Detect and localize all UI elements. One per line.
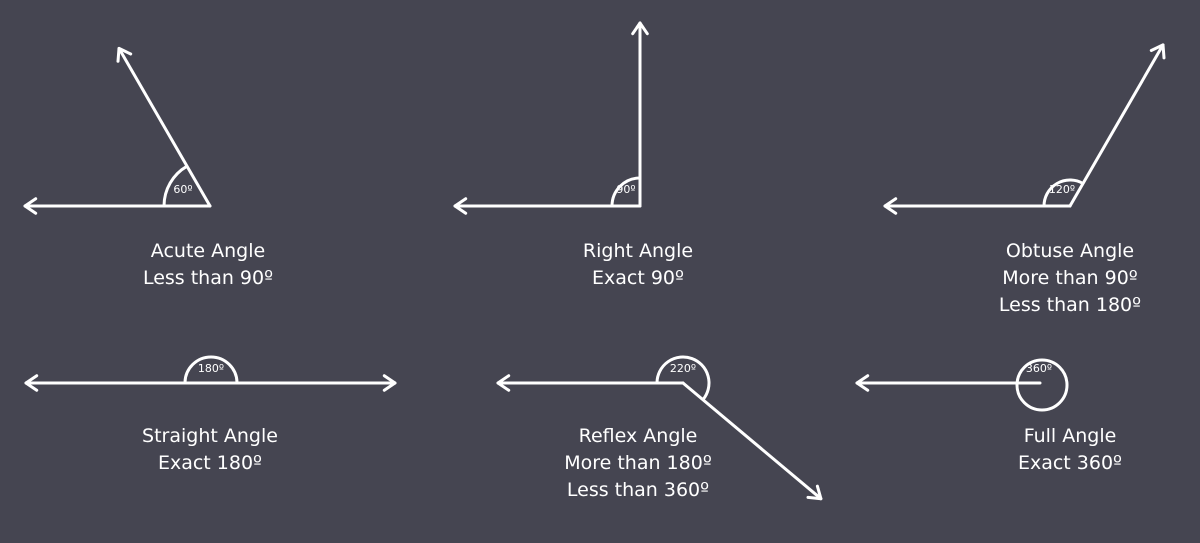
full-angle-title: Full Angle	[1023, 425, 1117, 447]
obtuse-angle-desc-1: More than 90º	[1002, 267, 1138, 289]
full-angle-caption: Full Angle Exact 360º	[940, 423, 1200, 477]
acute-angle-arc	[162, 164, 188, 207]
obtuse-degree-label: 120º	[1049, 183, 1075, 196]
obtuse-angle-arc	[1042, 178, 1084, 207]
acute-second-ray	[117, 46, 212, 208]
acute-base-arrow-head	[23, 197, 38, 215]
straight-degree-label: 180º	[198, 362, 224, 375]
full-angle-figure: 360º	[855, 358, 1069, 412]
straight-angle-figure: 180º	[24, 355, 397, 392]
reflex-second-arrow-head	[806, 484, 823, 501]
full-angle-desc-1: Exact 360º	[1017, 452, 1123, 474]
obtuse-base-arrow-head	[883, 197, 898, 215]
reflex-angle-arc	[655, 355, 711, 401]
reflex-angle-figure: 220º	[496, 355, 823, 501]
straight-second-arrow-head	[382, 374, 397, 392]
acute-angle-desc-1: Less than 90º	[142, 267, 274, 289]
right-degree-label: 90º	[616, 183, 635, 196]
straight-angle-title: Straight Angle	[142, 425, 278, 447]
acute-degree-label: 60º	[173, 183, 192, 196]
straight-angle-caption: Straight Angle Exact 180º	[80, 423, 340, 477]
reflex-degree-label: 220º	[670, 362, 696, 375]
right-angle-figure: 90º	[453, 21, 649, 215]
acute-angle-caption: Acute Angle Less than 90º	[78, 238, 338, 292]
right-base-arrow-head	[453, 197, 468, 215]
right-angle-title: Right Angle	[582, 240, 694, 262]
straight-base-arrow-head	[24, 374, 39, 392]
obtuse-angle-desc-2: Less than 180º	[998, 294, 1142, 316]
obtuse-angle-title: Obtuse Angle	[1005, 240, 1135, 262]
reflex-second-ray	[681, 381, 823, 501]
right-second-arrow-head	[631, 21, 649, 36]
right-angle-caption: Right Angle Exact 90º	[508, 238, 768, 292]
full-angle-arc	[1015, 358, 1069, 412]
right-angle-desc-1: Exact 90º	[592, 267, 684, 289]
reflex-angle-desc-1: More than 180º	[564, 452, 712, 474]
full-degree-label: 360º	[1026, 362, 1052, 375]
obtuse-second-arrow-head	[1149, 43, 1166, 60]
acute-angle-title: Acute Angle	[150, 240, 266, 262]
right-angle-arc	[610, 176, 641, 207]
straight-angle-desc-1: Exact 180º	[157, 452, 263, 474]
obtuse-second-ray	[1068, 43, 1165, 208]
reflex-angle-title: Reflex Angle	[578, 425, 698, 447]
obtuse-angle-caption: Obtuse Angle More than 90º Less than 180…	[940, 238, 1200, 319]
acute-angle-figure: 60º	[23, 46, 212, 215]
reflex-base-arrow-head	[496, 374, 511, 392]
reflex-angle-caption: Reflex Angle More than 180º Less than 36…	[508, 423, 768, 504]
reflex-angle-desc-2: Less than 360º	[566, 479, 710, 501]
acute-second-arrow-head	[116, 46, 133, 63]
full-base-arrow-head	[855, 374, 870, 392]
obtuse-angle-figure: 120º	[883, 43, 1166, 215]
straight-angle-arc	[183, 355, 239, 384]
